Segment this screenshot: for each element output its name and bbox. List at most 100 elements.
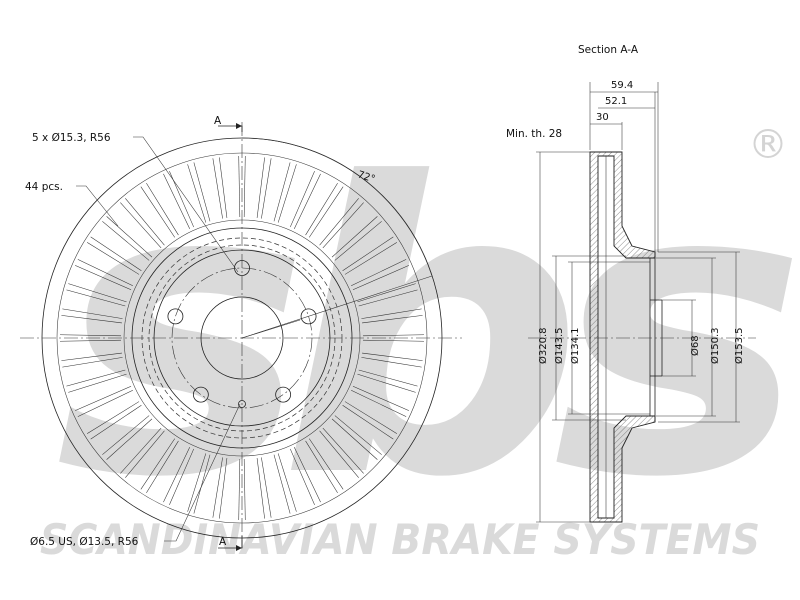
vane-line xyxy=(256,458,265,519)
vane-line xyxy=(163,447,191,503)
bolt-callout-leader xyxy=(133,136,239,273)
vane-line xyxy=(305,440,338,493)
vane-line xyxy=(125,198,165,246)
vane-line xyxy=(352,265,409,290)
section-view: Section A-A Min. th. 28 59.4 52.1 30 xyxy=(506,44,756,523)
vane-line xyxy=(62,308,123,319)
dia-hat-outer: Ø150.3 xyxy=(709,328,721,365)
vane-line xyxy=(75,265,132,290)
vane-line xyxy=(344,242,397,275)
dim-thickness: 30 xyxy=(596,112,609,123)
vane-line xyxy=(334,221,382,261)
vane-line xyxy=(68,283,127,303)
dim-hat-height: 52.1 xyxy=(605,96,627,107)
dia-hat-inner: Ø143.5 xyxy=(553,328,565,365)
watermark-footer: SCANDINAVIAN BRAKE SYSTEMS xyxy=(40,515,760,564)
vane-line xyxy=(277,453,297,512)
vane-line xyxy=(305,183,338,236)
watermark-logo-text: sbs xyxy=(55,100,793,565)
disc-section-profile xyxy=(589,151,656,523)
vanes-callout: 44 pcs. xyxy=(25,181,63,193)
dia-hat-bore: Ø134.1 xyxy=(569,328,581,365)
dia-hat-top: Ø153.5 xyxy=(733,328,745,365)
bolt-holes xyxy=(167,260,317,408)
vane-line xyxy=(261,457,272,518)
angle-label: 72° xyxy=(356,169,376,185)
vane-line xyxy=(331,418,378,460)
vane-line xyxy=(193,162,211,222)
bolt-hole xyxy=(192,386,209,403)
vane-line xyxy=(60,339,122,342)
vane-line xyxy=(290,448,315,505)
bolt-hole xyxy=(167,308,184,325)
registered-mark: ® xyxy=(748,122,788,168)
vane-line xyxy=(146,183,179,236)
vane-line xyxy=(212,158,223,219)
vane-line xyxy=(290,171,315,228)
vane-line xyxy=(358,289,418,307)
dia-center: Ø68 xyxy=(689,335,701,356)
vane-line xyxy=(358,369,418,387)
vane-line xyxy=(87,242,140,275)
vane-line xyxy=(169,448,194,505)
vane-line xyxy=(77,389,133,417)
vane-line xyxy=(319,198,359,246)
front-view: A A 72° 5 x Ø15.3, R56 44 pcs. Ø6.5 US, … xyxy=(20,115,462,551)
vane-line xyxy=(238,156,241,218)
vane-line xyxy=(238,458,241,520)
vane-line xyxy=(319,430,359,478)
watermark-logo: sbs ® xyxy=(55,100,800,565)
vane-line xyxy=(140,186,175,238)
vane-line xyxy=(243,156,246,218)
section-title: Section A-A xyxy=(578,44,639,56)
vanes-callout-leader xyxy=(76,185,119,227)
vane-line xyxy=(293,173,321,229)
vane-line xyxy=(219,157,228,218)
vane-line xyxy=(212,457,223,518)
vane-line xyxy=(66,289,126,307)
vane-line xyxy=(309,438,344,490)
vane-line xyxy=(344,401,397,434)
vane-line xyxy=(362,334,424,337)
vane-line xyxy=(90,236,142,271)
vane-line xyxy=(193,454,211,514)
vane-line xyxy=(322,427,364,474)
dim-total-height: 59.4 xyxy=(611,80,633,91)
vane-line xyxy=(87,401,140,434)
vane-line xyxy=(361,308,422,319)
vane-line xyxy=(187,453,207,512)
vane-line xyxy=(331,216,378,258)
vane-line xyxy=(61,315,122,324)
vane-line xyxy=(277,164,297,223)
section-arrow-top xyxy=(236,123,242,129)
vane-line xyxy=(77,259,133,287)
vane-line xyxy=(102,415,150,455)
vane-line xyxy=(342,405,394,440)
angle-arc xyxy=(241,137,433,277)
vane-line xyxy=(163,173,191,229)
vane-line xyxy=(361,357,422,368)
vane-line xyxy=(120,202,162,249)
vane-line xyxy=(146,440,179,493)
vane-line xyxy=(75,386,132,411)
vane-line xyxy=(219,458,228,519)
vane-line xyxy=(351,259,407,287)
vane-line xyxy=(106,216,153,258)
min-thickness-label: Min. th. 28 xyxy=(506,128,562,140)
vane-line xyxy=(60,334,122,337)
vane-line xyxy=(140,438,175,490)
section-mark-bottom: A xyxy=(219,536,227,548)
vane-line xyxy=(61,352,122,361)
bolt-hole xyxy=(300,308,317,325)
vane-line xyxy=(322,202,364,249)
dia-outer: Ø320.8 xyxy=(537,328,549,365)
cooling-vanes xyxy=(60,156,424,520)
vane-line xyxy=(102,221,150,261)
vane-line xyxy=(187,164,207,223)
vane-line xyxy=(357,373,416,393)
locating-hole xyxy=(238,400,246,408)
bolt-callout: 5 x Ø15.3, R56 xyxy=(32,132,111,144)
vane-line xyxy=(362,352,423,361)
